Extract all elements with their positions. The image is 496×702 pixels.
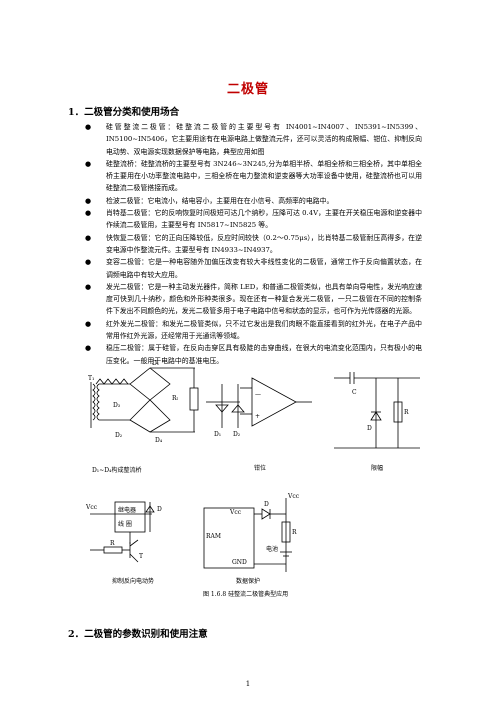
label-d2: D₂: [115, 432, 123, 439]
transformer-coil: [95, 378, 129, 385]
list-item: ●发光二极管：它是一种主动发光器件，简称 LED，和普通二极管类似，也具有单向导…: [85, 282, 422, 316]
transformer-coil: [96, 383, 100, 421]
label-d1: D₁: [152, 360, 159, 367]
label-battery: 电池: [266, 545, 278, 553]
ram-chip: [203, 507, 255, 569]
section-heading-2: 2．二极管的参数识别和使用注意: [68, 629, 208, 640]
list-item: ●快恢复二极管：它的正向压降较低，反应时间较快（0.2～0.75μs），比肖特基…: [85, 233, 422, 254]
opamp-plus: +: [255, 413, 260, 420]
bridge-diamond: [129, 367, 171, 401]
wire: [129, 539, 139, 547]
caption-limiter: 限幅: [371, 464, 383, 472]
label-relay-t: T: [139, 553, 143, 560]
relay-circuit: [90, 501, 155, 563]
label-relay-r: R: [110, 540, 115, 547]
label-backup-d: D: [264, 501, 269, 508]
resistor-r: [393, 401, 403, 423]
list-item: ●硅管整流二极管：硅整流二极管的主要型号有 IN4001~IN4007、IN53…: [85, 123, 422, 156]
opamp-triangle: [251, 377, 297, 427]
label-clamp-d2: D₂: [233, 431, 241, 438]
bullet-icon: ●: [85, 159, 92, 168]
caption-backup: 数据保护: [236, 577, 260, 585]
label-relay-line1: 继电器: [118, 506, 136, 514]
list-item: ●肖特基二极管：它的反响恢复时间极短可达几个纳秒，压降可达 0.4V，主要在开关…: [85, 209, 422, 230]
backup-circuit: [203, 498, 292, 572]
limiter-circuit: [334, 372, 420, 449]
bullet-icon: ●: [85, 123, 92, 131]
label-vcc: Vcc: [85, 504, 98, 511]
load-resistor: [189, 387, 199, 411]
label-c: C: [352, 389, 357, 396]
label-d3: D₃: [113, 402, 121, 409]
opamp-minus: —: [255, 391, 261, 398]
bullet-icon: ●: [85, 282, 92, 291]
bullet-icon: ●: [85, 196, 92, 205]
label-t1: T₁: [88, 375, 94, 382]
label-clamp-d1: D₁: [214, 431, 221, 438]
label-d4: D₄: [155, 437, 163, 444]
caption-clamp: 钳位: [254, 464, 266, 472]
list-item: ●稳压二极管：属于硅管，在反向击穿区具有极陡的击穿曲线，在很大的电流变化范围内，…: [85, 344, 422, 365]
label-ram: RAM: [206, 533, 221, 540]
list-item: ●红外发光二极管：和发光二极管类似，只不过它发出是我们肉眼不能直接看到的红外光，…: [85, 319, 422, 341]
label-r: R: [404, 409, 409, 416]
diode-d: [370, 411, 382, 421]
bullet-icon: ●: [85, 233, 92, 242]
resistor-r: [281, 521, 291, 543]
list-item: ●硅整流桥：硅整流桥的主要型号有 3N246~3N245,分为单相半桥、单相全桥…: [85, 159, 422, 193]
caption-bridge: D₁~D₄构成整流桥: [92, 466, 141, 474]
label-rl: Rₗ: [172, 395, 179, 402]
label-backup-r: R: [292, 529, 297, 536]
label-backup-vcc: Vcc: [287, 493, 300, 500]
label-d: D: [367, 425, 372, 432]
transformer-coil: [92, 383, 96, 421]
label-ram-vcc: Vcc: [229, 509, 242, 516]
diode-d: [145, 505, 155, 513]
bullet-icon: ●: [85, 258, 92, 267]
resistor-r: [103, 546, 123, 554]
label-relay-d: D: [157, 506, 162, 513]
bullet-icon: ●: [85, 209, 92, 218]
figure-caption: 图 1.6.8 硅整流二极管典型应用: [203, 590, 288, 598]
bullet-icon: ●: [85, 319, 92, 328]
label-relay-line2: 线 圈: [118, 520, 132, 528]
diode-d: [261, 508, 271, 520]
caption-relay: 抑制反向电动势: [112, 577, 154, 585]
page-number: 1: [245, 680, 251, 688]
clamp-circuit: [206, 377, 312, 428]
page-title: 二极管: [226, 82, 269, 97]
list-item: ●检波二极管：它电流小，结电容小，主要用在在小信号、高频率的电路中。: [80, 195, 422, 207]
bridge-rectifier-circuit: [90, 367, 199, 433]
wire: [129, 553, 139, 563]
diode-type-list: ●硅管整流二极管：硅整流二极管的主要型号有 IN4001~IN4007、IN53…: [80, 121, 422, 367]
list-item: ●变容二极管：它是一种电容随外加偏压改变有较大非线性变化的二极管，通常工作于反向…: [85, 258, 422, 279]
label-gnd: GND: [232, 559, 247, 566]
bridge-diamond: [129, 399, 171, 433]
bullet-icon: ●: [85, 344, 92, 353]
section-heading-1: 1．二极管分类和使用场合: [68, 107, 180, 118]
